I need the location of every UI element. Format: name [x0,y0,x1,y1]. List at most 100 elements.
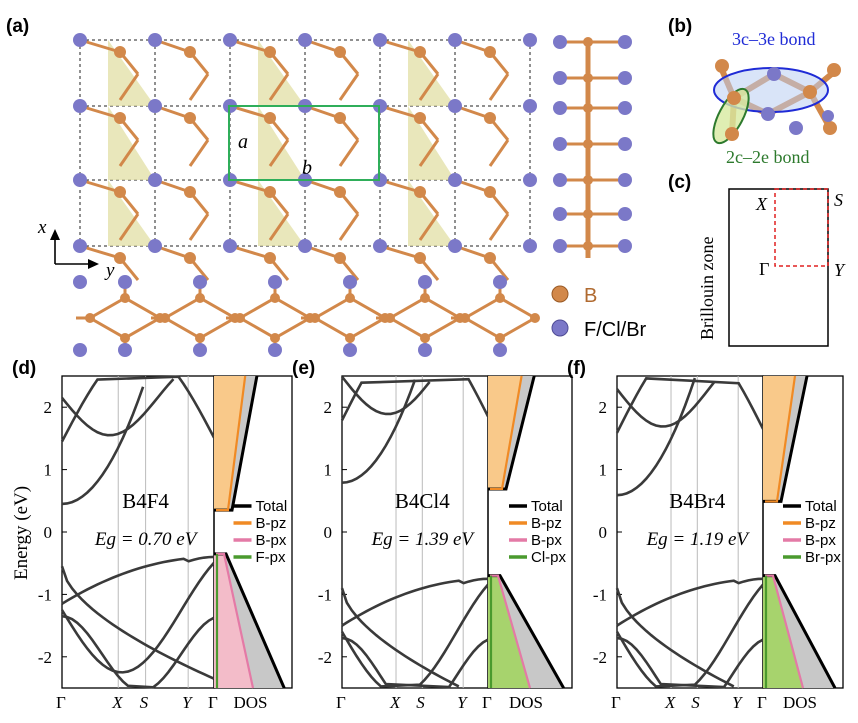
halogen-atom [553,101,567,115]
compound-label: B4F4 [122,489,169,513]
axis-x-label: x [37,217,47,238]
legend-label: B-pz [531,515,562,532]
legend-halogen-ball [551,319,569,337]
boron-atom [334,252,346,264]
lattice-a-label: a [238,131,248,153]
band-line [615,377,765,434]
ytick-label: -2 [318,648,332,667]
kpoint-label: Γ [208,693,218,712]
halogen-atom [553,137,567,151]
b-b-bond [338,139,360,167]
boron-atom [195,293,205,303]
band-line [615,583,764,688]
legend-label: B-pz [256,515,287,532]
boron-atom [114,186,126,198]
band-line [340,587,460,688]
band-line [616,377,697,497]
halogen-atom [148,239,162,253]
ring-bond [236,296,314,340]
ytick-label: -2 [593,648,607,667]
bz-point-Y: Y [834,260,846,280]
band-line [61,386,145,506]
boron-atom [385,313,395,323]
halogen-atom [148,173,162,187]
kpoint-label: Γ [336,693,346,712]
band-line [60,565,215,680]
ytick-label: 0 [44,523,53,542]
boron-atom [184,186,196,198]
unit-cell [228,105,380,181]
halogen-atom [618,35,632,49]
ytick-label: -2 [38,648,52,667]
halogen-atom [148,33,162,47]
ytick-label: 1 [324,461,333,480]
halogen-atom [298,33,312,47]
panel-label-f: (f) [567,358,586,379]
boron-atom [460,313,470,323]
b-b-bond [488,139,510,167]
b-b-bond [488,73,510,101]
boron-atom [334,46,346,58]
halogen-atom [73,239,87,253]
kpoint-label: Γ [482,693,492,712]
kpoint-label: Γ [56,693,66,712]
band-line [615,381,716,428]
dos-xlabel: DOS [509,693,543,712]
band-line [60,378,175,437]
legend-label: B-px [256,532,287,549]
b-b-bond [188,139,210,167]
kpoint-label: X [664,693,676,712]
dos-pz-line [490,375,523,491]
boron-atom [583,103,593,113]
halogen-atom [73,275,87,289]
ytick-label: 2 [324,398,333,417]
kpoint-label: Y [732,693,743,712]
polyhedron-face [258,106,305,180]
halogen-atom [523,33,537,47]
panel-label-b: (b) [668,16,692,37]
boron-atom [583,175,593,185]
boron-atom [420,293,430,303]
ring-bond [311,296,389,340]
legend-label: Total [805,498,837,515]
halogen-atom [553,35,567,49]
band-line [60,375,216,443]
halogen-atom [523,173,537,187]
gap-label: Eg = 1.19 eV [646,529,751,550]
halogen-atom [193,343,207,357]
kpoint-label: X [111,693,123,712]
boron-atom [184,112,196,124]
brillouin-title: Brillouin zone [697,237,717,340]
halogen-atom [418,275,432,289]
ytick-label: 1 [599,461,608,480]
dos-pz-line [216,375,247,512]
boron-atom [420,333,430,343]
b-b-bond [118,139,140,167]
lattice-b-label: b [302,157,312,179]
halogen-atom [523,99,537,113]
boron-atom [495,333,505,343]
boron-atom [114,46,126,58]
ytick-label: 0 [324,523,333,542]
b-b-bond [268,139,290,167]
b-b-bond [118,73,140,101]
energy-axis-label: Energy (eV) [11,486,32,580]
halogen-atom [418,343,432,357]
ytick-label: 1 [44,461,53,480]
boron-atom [85,313,95,323]
boron-atom [484,112,496,124]
gap-label: Eg = 0.70 eV [94,529,199,550]
halogen-atom [553,239,567,253]
boron-atom [264,112,276,124]
ytick-label: 2 [44,398,53,417]
kpoint-label: Γ [757,693,767,712]
ytick-label: -1 [593,585,607,604]
halogen-atom [448,33,462,47]
boron-atom [484,252,496,264]
legend-label: Br-px [805,549,841,566]
boron-atom [414,186,426,198]
b-b-bond [118,213,140,241]
legend-label: B-px [531,532,562,549]
dos-pz-fill [488,376,522,489]
